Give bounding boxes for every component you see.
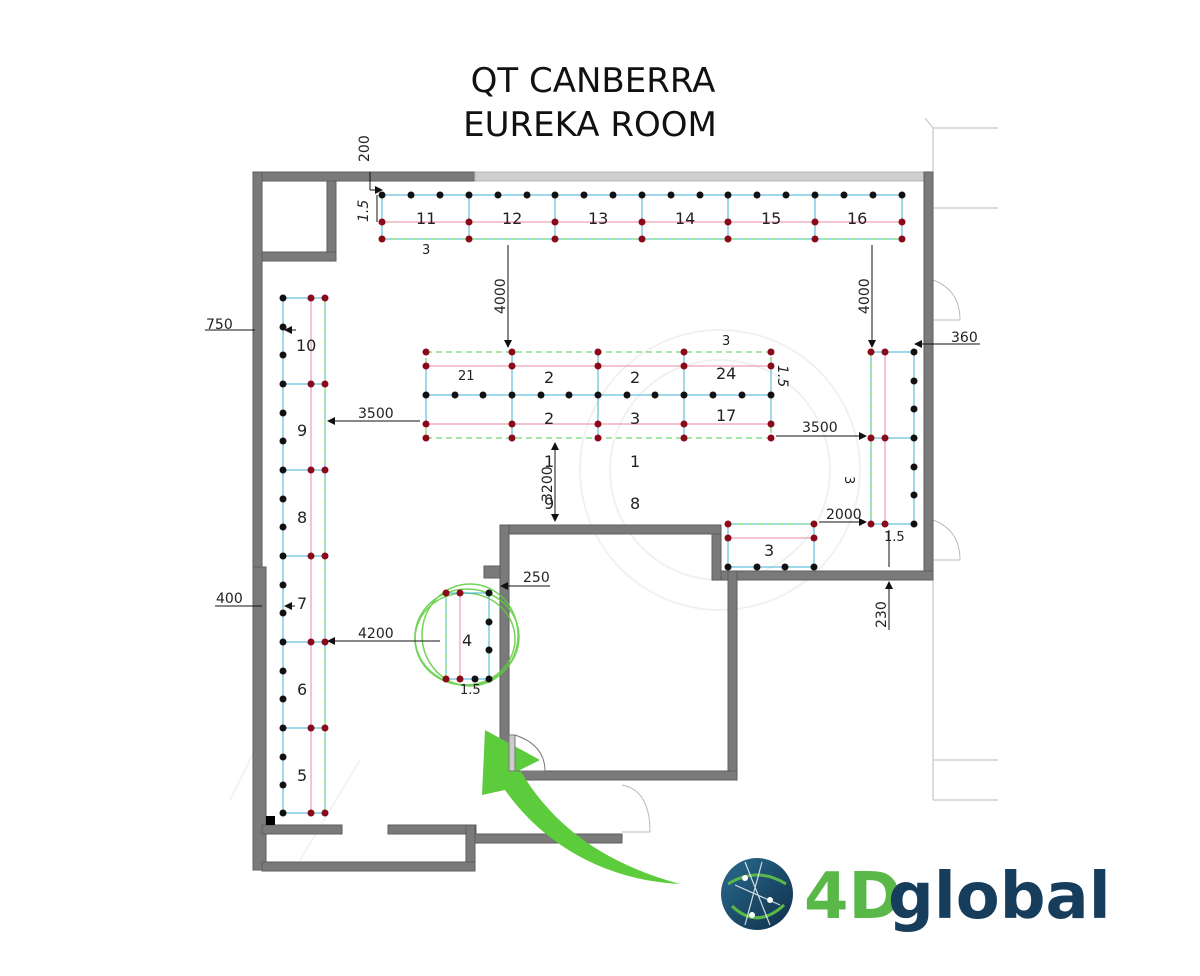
dim-right-booth-depth: 1.5 xyxy=(884,530,905,545)
dim-aisle-4200: 4200 xyxy=(358,626,394,642)
dim-right-gap: 4000 xyxy=(857,278,873,314)
booth-12: 12 xyxy=(502,209,522,228)
column-marker xyxy=(266,816,275,825)
entrance-arrow xyxy=(482,730,680,884)
booth-11: 11 xyxy=(416,209,436,228)
booth-15: 15 xyxy=(761,209,781,228)
dim-wall-400: 400 xyxy=(216,591,243,607)
dim-right-booth-width: 3 xyxy=(841,476,856,484)
booth-8: 8 xyxy=(297,508,307,527)
booth-1: 1 xyxy=(630,452,640,471)
booth-24: 24 xyxy=(716,364,736,383)
dim-right-offset: 360 xyxy=(951,330,978,346)
walls xyxy=(252,171,934,872)
logo-text-4d: 4D xyxy=(804,860,902,934)
globe-icon xyxy=(721,858,793,930)
right-booth-column xyxy=(867,348,918,528)
booth-9b: 9 xyxy=(544,494,554,513)
booth-5: 5 xyxy=(297,766,307,785)
booth-3-small xyxy=(724,520,818,571)
booth-1b: 1 xyxy=(544,452,554,471)
booth-7: 7 xyxy=(297,594,307,613)
dim-top-depth: 1.5 xyxy=(356,200,372,222)
booth-2a: 2 xyxy=(544,368,554,387)
booth-10: 10 xyxy=(296,336,316,355)
dim-island-width: 3 xyxy=(722,334,730,349)
brand-logo: 4D global xyxy=(721,858,1111,934)
title-line-2: EUREKA ROOM xyxy=(463,105,717,145)
central-island xyxy=(422,348,775,442)
dim-column-gap: 250 xyxy=(523,570,550,586)
dim-2000: 2000 xyxy=(826,507,862,523)
dim-booth4-depth: 1.5 xyxy=(460,683,481,698)
dimension-lines xyxy=(205,172,980,645)
booth-3b: 3 xyxy=(764,541,774,560)
booth-6: 6 xyxy=(297,680,307,699)
booth-4-highlight xyxy=(414,583,520,687)
booth-16: 16 xyxy=(847,209,867,228)
booth-13: 13 xyxy=(588,209,608,228)
booth-14: 14 xyxy=(675,209,695,228)
dim-island-depth: 1.5 xyxy=(774,365,790,387)
dim-aisle-center: 3200 xyxy=(540,466,556,502)
dim-bottom-230: 230 xyxy=(874,601,890,628)
booth-21: 21 xyxy=(458,369,475,384)
logo-text-global: global xyxy=(888,860,1111,934)
dim-aisle-left: 3500 xyxy=(358,406,394,422)
booth-17: 17 xyxy=(716,406,736,425)
dim-aisle-right: 3500 xyxy=(802,420,838,436)
booth-4: 4 xyxy=(462,631,472,650)
door-swing xyxy=(508,734,546,772)
left-booth-column xyxy=(279,294,329,817)
booth-2b: 2 xyxy=(630,368,640,387)
booth-2c: 2 xyxy=(544,409,554,428)
top-booth-row xyxy=(378,191,906,243)
booth-8b: 8 xyxy=(630,494,640,513)
booth-3: 3 xyxy=(630,409,640,428)
booth-9: 9 xyxy=(297,421,307,440)
title-line-1: QT CANBERRA xyxy=(471,61,716,101)
dim-left-gap: 4000 xyxy=(493,278,509,314)
dim-top-gap: 200 xyxy=(357,135,373,162)
dim-top-width: 3 xyxy=(422,243,430,258)
dim-wall-left: 750 xyxy=(206,317,233,333)
